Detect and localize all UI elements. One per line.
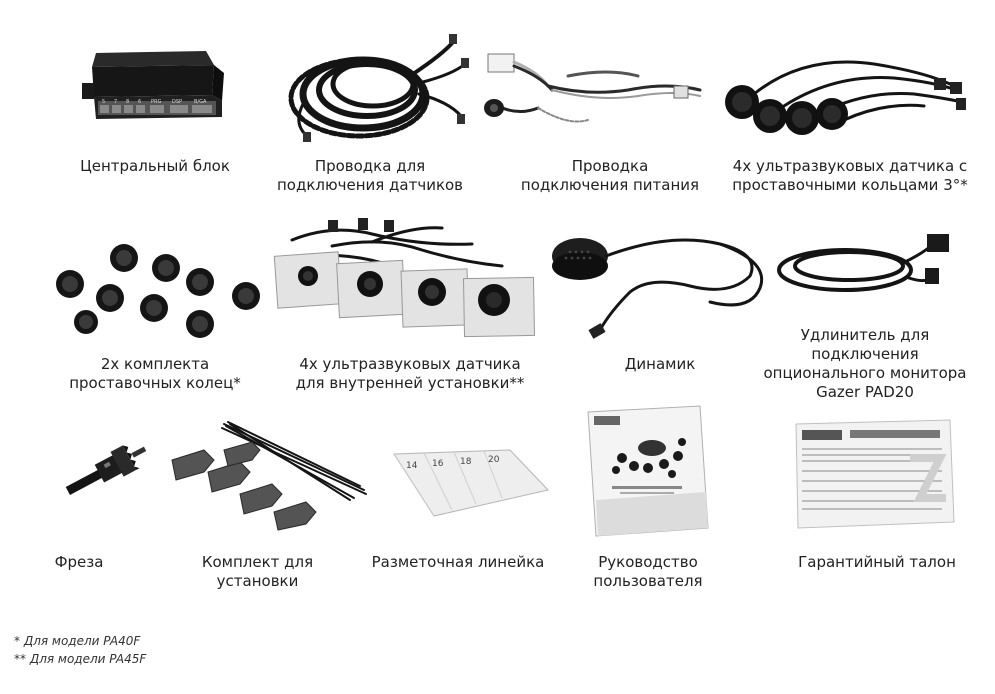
internal-sensors-image xyxy=(272,216,542,340)
warranty-card-image xyxy=(790,418,956,530)
internal-sensors-caption: 4х ультразвуковых датчика для внутренней… xyxy=(290,355,530,393)
caption-line: подключения питания xyxy=(520,176,700,194)
caption-line: подключения xyxy=(811,345,919,363)
port-label: PRG xyxy=(151,99,161,105)
ruler-number: 14 xyxy=(406,461,418,471)
power-wiring-caption: Проводка подключения питания xyxy=(510,157,710,195)
hole-saw-caption: Фреза xyxy=(24,553,134,572)
caption-line: Фреза xyxy=(54,553,104,571)
install-kit-image xyxy=(164,420,370,532)
ultrasonic-sensors-caption: 4х ультразвуковых датчика с проставочным… xyxy=(725,157,975,195)
extension-cable-caption: Удлинитель для подключения опционального… xyxy=(755,326,975,402)
caption-line: проставочными кольцами 3°* xyxy=(732,176,968,194)
port-label: 8 xyxy=(126,99,129,105)
caption-line: Gazer PAD20 xyxy=(816,383,914,401)
caption-line: подключения датчиков xyxy=(276,176,464,194)
marking-ruler-image: 14 16 18 20 xyxy=(390,446,552,520)
central-unit-caption: Центральный блок xyxy=(60,157,250,176)
caption-line: Центральный блок xyxy=(80,157,230,175)
caption-line: Динамик xyxy=(624,355,696,373)
spacer-rings-image xyxy=(50,242,262,338)
sensor-wiring-caption: Проводка для подключения датчиков xyxy=(270,157,470,195)
caption-line: Комплект для xyxy=(201,553,314,571)
hole-saw-image xyxy=(58,436,154,502)
caption-line: для внутренней установки** xyxy=(295,374,525,392)
marking-ruler-caption: Разметочная линейка xyxy=(363,553,553,572)
central-unit-image: 5 7 8 6 PRG DSP B/GA xyxy=(78,45,228,125)
caption-line: пользователя xyxy=(593,572,703,590)
warranty-card-caption: Гарантийный талон xyxy=(782,553,972,572)
ruler-number: 16 xyxy=(432,459,444,469)
spacer-rings-caption: 2х комплекта проставочных колец* xyxy=(55,355,255,393)
speaker-caption: Динамик xyxy=(590,355,730,374)
caption-line: Разметочная линейка xyxy=(371,553,545,571)
port-label: B/GA xyxy=(194,99,207,105)
sensor-wiring-image xyxy=(283,24,473,148)
port-label: DSP xyxy=(172,99,182,105)
footnotes: * Для модели PA40F ** Для модели PA45F xyxy=(14,632,146,668)
caption-line: Проводка для xyxy=(314,157,426,175)
caption-line: Руководство xyxy=(598,553,698,571)
port-label: 7 xyxy=(114,99,117,105)
power-wiring-image xyxy=(478,46,708,134)
install-kit-caption: Комплект для установки xyxy=(175,553,340,591)
caption-line: Гарантийный талон xyxy=(798,553,956,571)
footnote-pa40f: * Для модели PA40F xyxy=(14,634,141,648)
port-label: 6 xyxy=(138,99,141,105)
caption-line: Проводка xyxy=(571,157,649,175)
user-manual-image xyxy=(582,404,712,538)
caption-line: опционального монитора xyxy=(763,364,967,382)
ruler-number: 20 xyxy=(488,455,500,465)
caption-line: проставочных колец* xyxy=(69,374,241,392)
extension-cable-image xyxy=(775,232,971,316)
caption-line: установки xyxy=(216,572,299,590)
footnote-pa45f: ** Для модели PA45F xyxy=(14,652,147,666)
user-manual-caption: Руководство пользователя xyxy=(568,553,728,591)
caption-line: Удлинитель для xyxy=(800,326,930,344)
caption-line: 4х ультразвуковых датчика с xyxy=(732,157,968,175)
ruler-number: 18 xyxy=(460,457,472,467)
speaker-image xyxy=(550,232,790,344)
port-label: 5 xyxy=(102,99,105,105)
ultrasonic-sensors-image xyxy=(724,54,974,140)
caption-line: 4х ультразвуковых датчика xyxy=(299,355,521,373)
caption-line: 2х комплекта xyxy=(100,355,210,373)
